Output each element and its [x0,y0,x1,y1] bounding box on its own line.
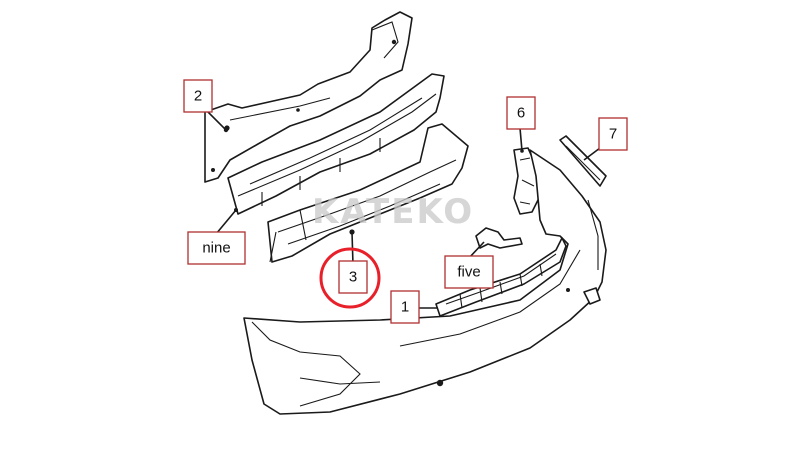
callout-1: 1 [390,290,420,324]
callout-3: 3 [338,260,368,294]
callout-5: five [444,255,494,289]
part-1-trim-strip [435,237,567,317]
callout-3-label: 3 [349,269,357,286]
callout-6: 6 [506,96,536,130]
part-5-clip [475,227,523,249]
callout-2-label: 2 [194,88,202,105]
callout-2: 2 [183,79,213,113]
callout-9: nine [187,231,246,265]
leader-7 [583,147,601,161]
part-3-energy-absorber [267,123,469,263]
callout-7-label: 7 [609,126,617,143]
callout-6-label: 6 [517,105,525,122]
watermark-text: KATEKO [312,192,474,232]
callout-7: 7 [598,117,628,151]
callout-1-label: 1 [401,299,409,316]
callout-9-label: nine [202,240,230,257]
part-9-upper-reinforcement [227,73,445,215]
leader-9 [215,209,237,235]
highlight-circle [319,247,381,309]
leader-6 [519,127,523,152]
part-2-mounting-bracket [204,11,413,183]
callout-5-label: five [457,264,480,281]
bumper-cover [243,149,607,415]
part-7-strip [559,135,607,187]
